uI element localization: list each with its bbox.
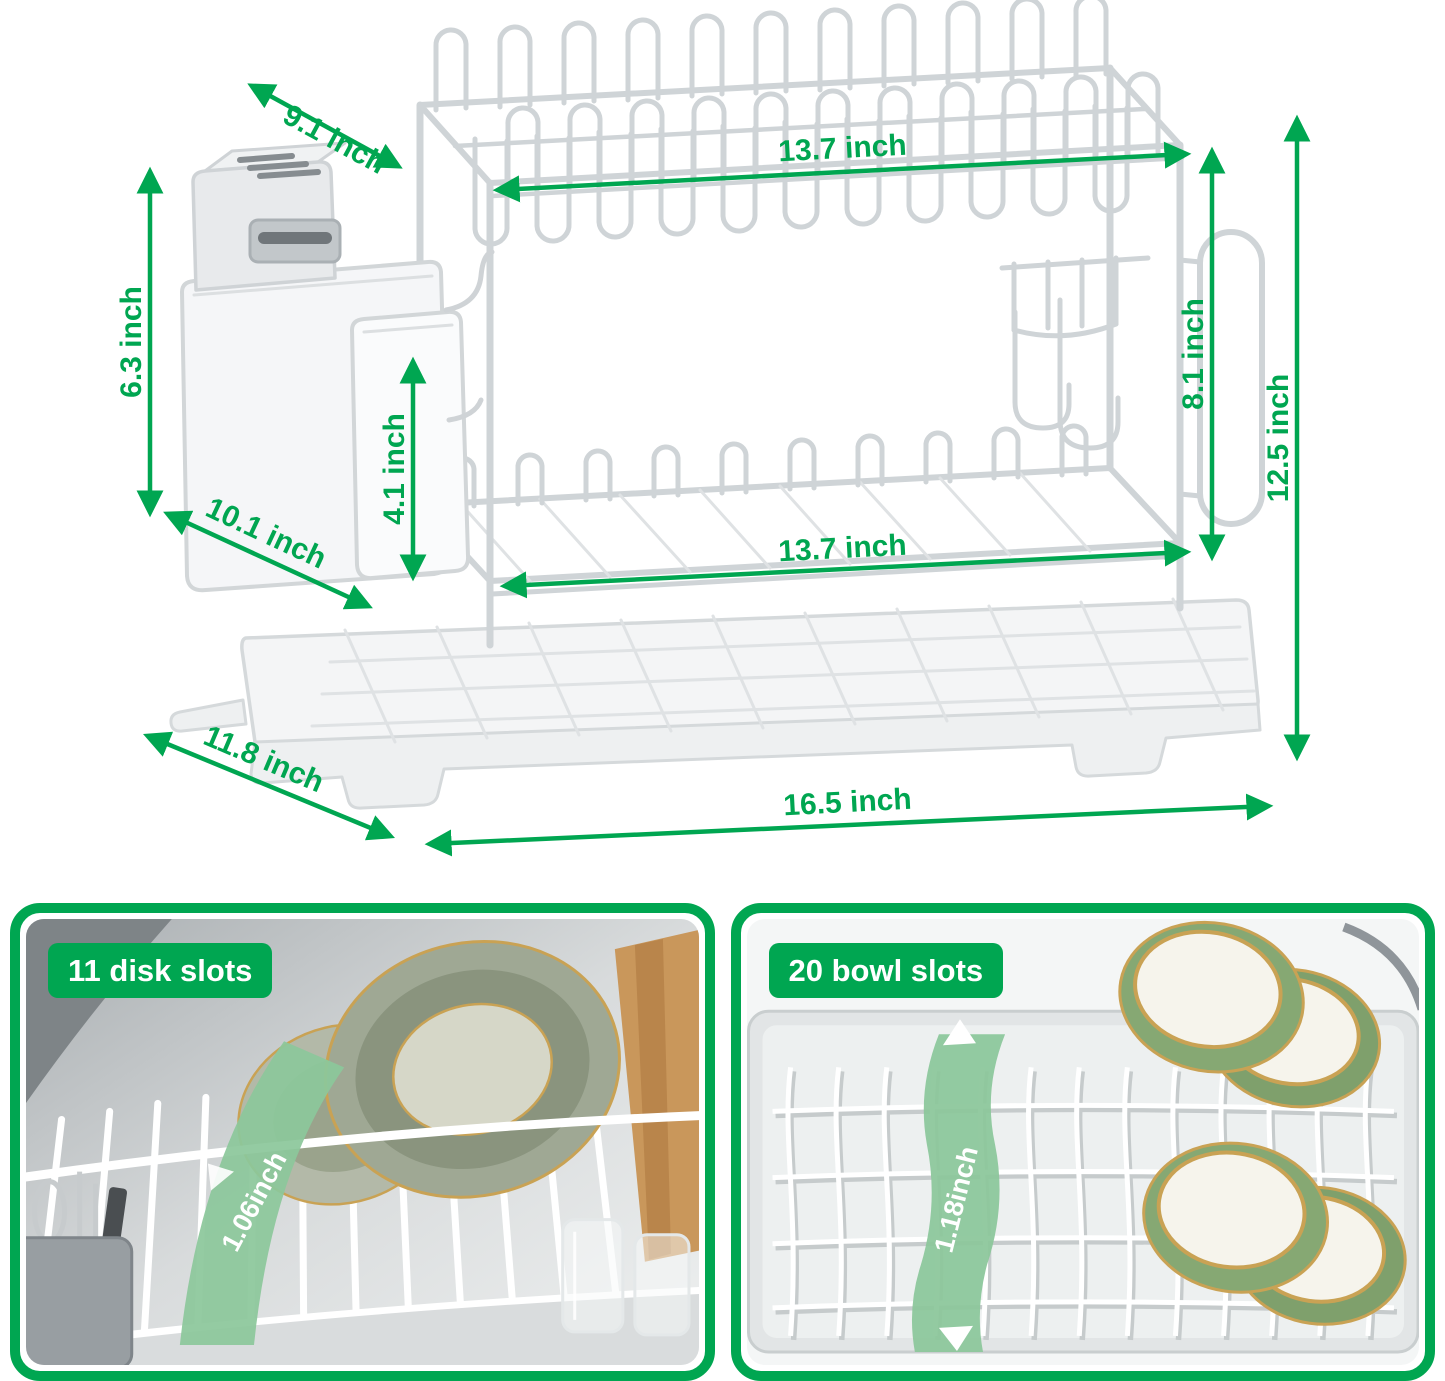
caddy-hook-lower [446, 397, 484, 423]
bowls-illustration [1117, 920, 1407, 1326]
dish-rack-line-art [169, 0, 1265, 810]
ribbon-arrow-icon [207, 1163, 234, 1191]
cup-holder [999, 255, 1151, 451]
arrow-top-depth [247, 83, 403, 169]
dimension-label-inner-height: 8.1 inch [1177, 298, 1210, 410]
arrow-base-width [424, 793, 1274, 857]
disk-slots-panel: 11 disk slots [10, 903, 715, 1381]
bowl-slots-photo: 1.18inch [746, 919, 1419, 1365]
disk-slots-photo: 1.06inch [26, 919, 699, 1365]
arrow-lower-width [499, 539, 1192, 599]
dimension-label-top-width: 13.7 inch [778, 129, 908, 169]
tray-front [26, 1294, 699, 1365]
dimension-label-overall-height: 12.5 inch [1262, 374, 1295, 502]
dimension-arrows [136, 83, 1311, 857]
dimension-label-lower-width: 13.7 inch [778, 529, 908, 569]
ribbon-arrow-up-icon [942, 1019, 976, 1046]
lower-tier [417, 426, 1183, 597]
feature-panels: 11 disk slots [10, 903, 1435, 1381]
dimension-label-base-width: 16.5 inch [783, 783, 913, 823]
glasses-illustration [561, 1218, 691, 1337]
bowl-slots-badge: 20 bowl slots [768, 943, 1004, 998]
dish-rack-dimension-diagram: 9.1 inch 13.7 inch 6.3 inch 4.1 inch 8.1… [115, 0, 1311, 857]
cutting-board [614, 930, 699, 1262]
dimension-label-cup-height: 4.1 inch [378, 413, 411, 525]
plates-illustration [237, 939, 621, 1206]
utensil-cup-illustration [26, 1171, 134, 1365]
rack-frame-edge [1341, 922, 1419, 1011]
arrow-top-width [492, 141, 1192, 203]
drain-spout [169, 698, 248, 733]
drainboard-base [169, 597, 1262, 810]
disk-slots-badge: 11 disk slots [48, 943, 273, 998]
top-tier [417, 0, 1185, 244]
arrow-base-depth [143, 731, 395, 841]
lower-tier-prongs [450, 426, 1086, 507]
knife-block [191, 141, 347, 292]
ribbon-arrow-down-icon [938, 1325, 973, 1351]
caddy-hook [443, 249, 495, 313]
tray-wire-grid [310, 597, 1256, 744]
bowl-slots-panel: 20 bowl slots [730, 903, 1435, 1381]
slot-width-ribbon: 1.18inch [911, 1019, 1005, 1352]
arrow-shelf-depth [163, 510, 373, 610]
dimension-label-caddy-height: 6.3 inch [115, 286, 148, 398]
